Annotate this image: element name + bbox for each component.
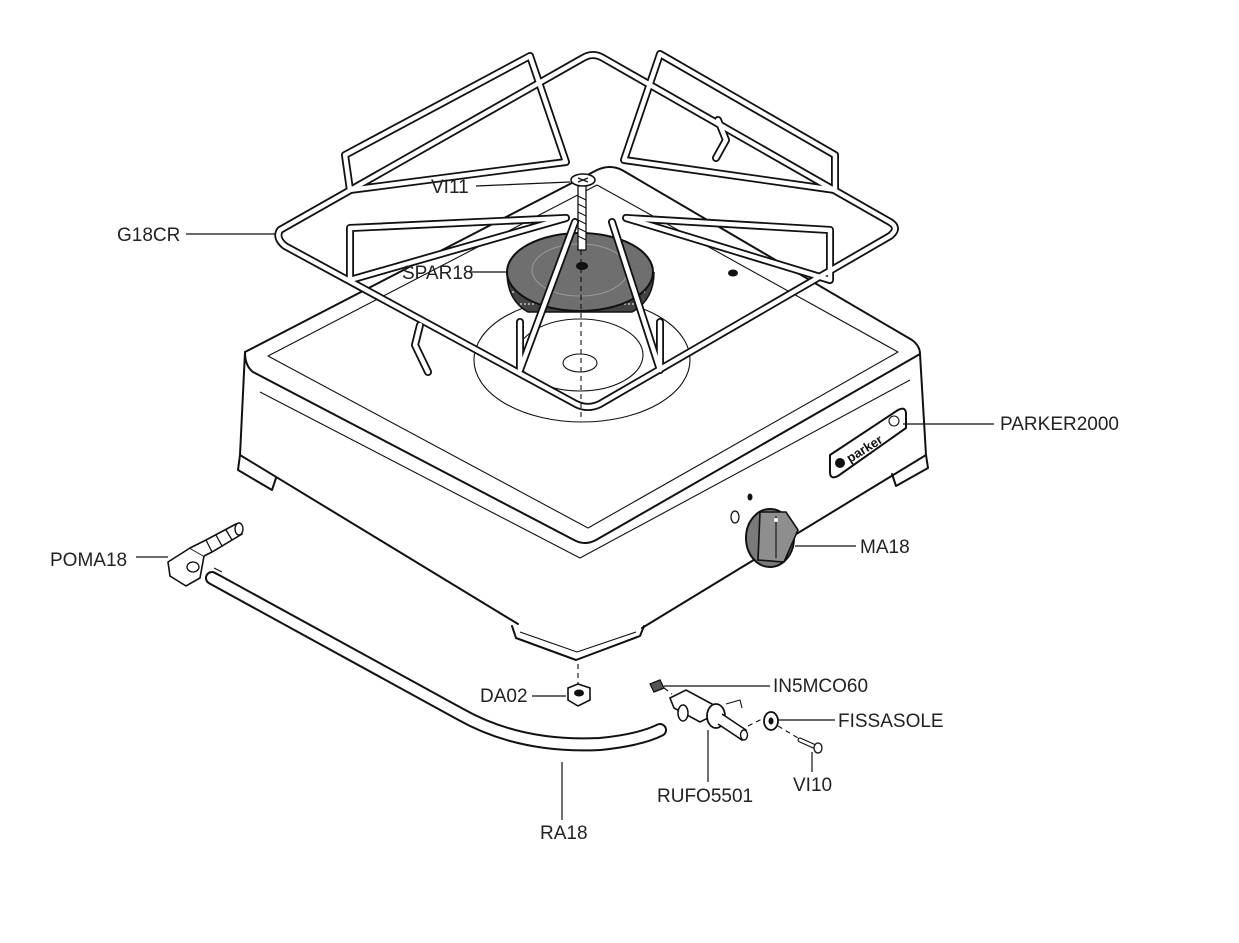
- label-vi11: VI11: [431, 177, 469, 198]
- assembly-axis-injector: [663, 687, 673, 695]
- burner-cap: [506, 232, 655, 313]
- valve-hole: [730, 510, 740, 524]
- washer: [763, 711, 779, 731]
- label-ra18: RA18: [540, 823, 588, 844]
- gas-hose: [205, 567, 667, 752]
- wire-grate: [274, 50, 899, 411]
- label-g18cr: G18CR: [117, 225, 180, 246]
- fixing-screw: [797, 737, 823, 754]
- hex-nut: [567, 683, 591, 707]
- label-vi10: VI10: [793, 775, 832, 796]
- assembly-axis-valve: [747, 717, 799, 739]
- label-spar18: SPAR18: [402, 263, 473, 284]
- injector: [649, 679, 665, 693]
- valve-assembly: [668, 689, 749, 742]
- pilot-hole: [747, 493, 753, 501]
- label-rufo5501: RUFO5501: [657, 786, 753, 807]
- label-fissasole: FISSASOLE: [838, 711, 944, 732]
- leader-vi11: [475, 181, 571, 187]
- brand-plate: parker: [829, 407, 907, 479]
- label-in5mco60: IN5MCO60: [773, 676, 868, 697]
- elbow-fitting: [167, 522, 244, 587]
- label-ma18: MA18: [860, 537, 910, 558]
- label-da02: DA02: [480, 686, 528, 707]
- label-parker2000: PARKER2000: [1000, 414, 1119, 435]
- center-screw: [570, 173, 596, 251]
- label-poma18: POMA18: [50, 550, 127, 571]
- control-knob: [745, 508, 799, 568]
- brand-plate-text: parker: [844, 432, 886, 466]
